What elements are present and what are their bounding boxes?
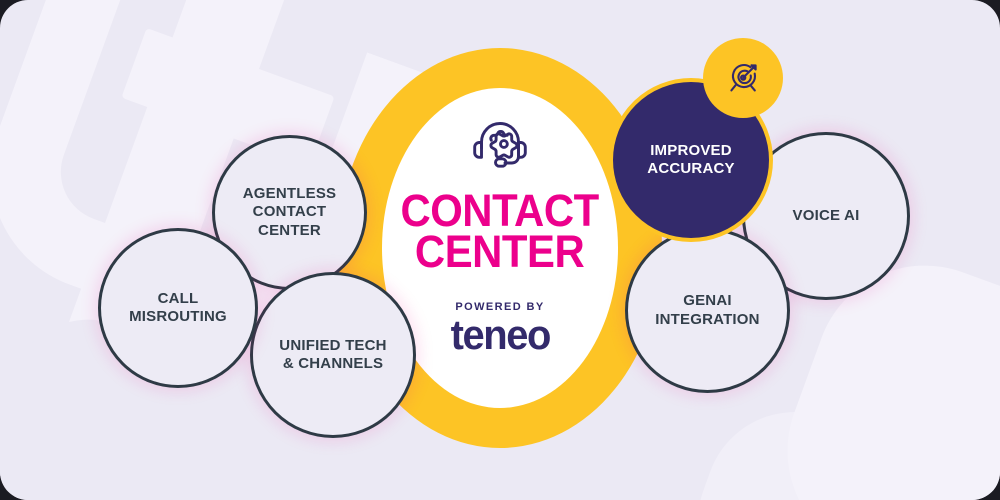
node-voice-ai-label: VOICE AI <box>783 207 870 225</box>
node-label-line: GENAI <box>683 292 732 310</box>
node-genai-integration[interactable]: GENAI INTEGRATION <box>625 228 790 393</box>
node-label-line: IMPROVED <box>650 141 732 159</box>
node-label-line: VOICE AI <box>792 206 860 224</box>
node-unified-tech-channels-label: UNIFIED TECH & CHANNELS <box>269 337 396 374</box>
center-panel: CONTACT CENTER POWERED BY teneo <box>382 88 618 408</box>
watermark-shape-soft <box>672 386 958 500</box>
node-label-line: INTEGRATION <box>655 310 760 328</box>
page-title-line2: CENTER <box>415 226 585 278</box>
page-title-line1: CONTACT <box>400 185 600 236</box>
accuracy-badge[interactable] <box>703 38 783 118</box>
node-call-misrouting-label: CALL MISROUTING <box>119 290 237 327</box>
node-label-line: ACCURACY <box>647 160 735 177</box>
node-label-line: MISROUTING <box>129 308 227 325</box>
powered-by-label: POWERED BY <box>455 300 545 313</box>
node-label-line: CENTER <box>258 221 321 239</box>
target-arrow-icon <box>730 64 757 92</box>
node-improved-accuracy-label: IMPROVED ACCURACY <box>637 142 744 179</box>
node-label-line: CONTACT <box>252 203 327 221</box>
headset-gear-icon <box>473 122 527 168</box>
node-label-line: AGENTLESS <box>242 185 337 203</box>
node-label-line: CALL <box>157 289 199 307</box>
node-genai-integration-label: GENAI INTEGRATION <box>645 292 769 329</box>
node-agentless-contact-center-label: AGENTLESS CONTACT CENTER <box>233 185 346 240</box>
node-label-line: UNIFIED TECH <box>279 336 387 354</box>
teneo-logo: teneo <box>450 310 551 358</box>
node-call-misrouting[interactable]: CALL MISROUTING <box>98 228 258 388</box>
page-title: CONTACT CENTER <box>400 185 600 278</box>
node-label-line: & CHANNELS <box>282 355 384 372</box>
